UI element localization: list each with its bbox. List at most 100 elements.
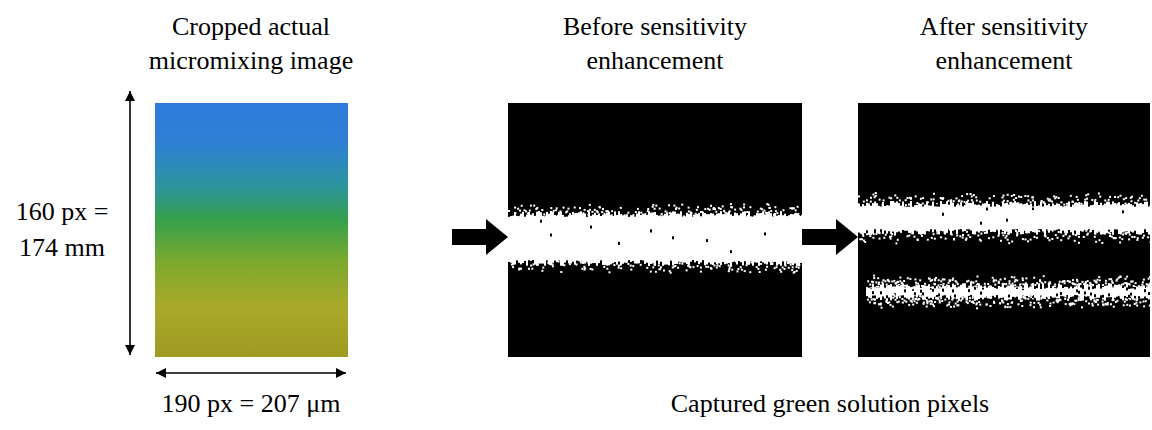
captured-pixel bbox=[920, 293, 922, 296]
captured-pixel bbox=[760, 213, 762, 261]
captured-pixel bbox=[550, 211, 552, 234]
captured-pixel bbox=[776, 266, 778, 268]
dimension-label: 160 px = 174 mm bbox=[2, 194, 122, 266]
captured-pixel bbox=[705, 266, 707, 268]
captured-pixel bbox=[913, 236, 915, 238]
captured-pixel bbox=[1108, 283, 1110, 293]
captured-pixel bbox=[1083, 236, 1085, 238]
captured-pixel bbox=[966, 201, 968, 229]
captured-pixel bbox=[1032, 210, 1034, 232]
captured-pixel bbox=[791, 208, 793, 210]
captured-pixel bbox=[980, 225, 982, 231]
captured-pixel bbox=[1134, 289, 1136, 296]
captured-pixel bbox=[674, 265, 676, 267]
captured-pixel bbox=[1009, 280, 1011, 282]
captured-pixel bbox=[697, 206, 699, 208]
captured-pixel bbox=[992, 287, 994, 296]
captured-pixel bbox=[958, 199, 960, 201]
captured-pixel bbox=[1052, 289, 1054, 298]
captured-pixel bbox=[948, 285, 950, 300]
captured-pixel bbox=[919, 295, 921, 297]
captured-pixel bbox=[976, 288, 978, 301]
captured-pixel bbox=[1112, 282, 1114, 284]
captured-pixel bbox=[975, 280, 977, 282]
captured-pixel bbox=[996, 289, 998, 295]
captured-pixel bbox=[574, 207, 576, 209]
captured-pixel bbox=[519, 210, 521, 212]
captured-pixel bbox=[654, 208, 656, 210]
captured-pixel bbox=[964, 201, 966, 203]
captured-pixel bbox=[1110, 278, 1112, 280]
captured-pixel bbox=[1002, 232, 1004, 234]
captured-pixel bbox=[772, 216, 774, 262]
captured-pixel bbox=[1148, 295, 1150, 299]
captured-pixel bbox=[993, 302, 995, 304]
captured-pixel bbox=[1065, 303, 1067, 305]
captured-pixel bbox=[1058, 204, 1060, 229]
captured-pixel bbox=[979, 239, 981, 241]
captured-pixel bbox=[702, 212, 704, 260]
captured-pixel bbox=[689, 266, 691, 268]
captured-pixel bbox=[998, 235, 1000, 237]
captured-pixel bbox=[734, 213, 736, 262]
captured-pixel bbox=[1075, 300, 1077, 302]
captured-pixel bbox=[590, 268, 592, 270]
captured-pixel bbox=[967, 234, 969, 236]
captured-pixel bbox=[930, 206, 932, 230]
captured-pixel bbox=[912, 207, 914, 234]
captured-pixel bbox=[939, 300, 941, 302]
captured-pixel bbox=[1026, 203, 1028, 234]
captured-pixel bbox=[790, 214, 792, 264]
captured-pixel bbox=[915, 282, 917, 284]
captured-pixel bbox=[867, 280, 869, 282]
captured-pixel bbox=[1008, 298, 1010, 300]
captured-pixel bbox=[1138, 204, 1140, 235]
captured-pixel bbox=[990, 296, 992, 298]
captured-pixel bbox=[993, 195, 995, 197]
captured-pixel bbox=[636, 214, 638, 264]
captured-pixel bbox=[581, 268, 583, 270]
captured-pixel bbox=[1112, 201, 1114, 234]
captured-pixel bbox=[920, 204, 922, 235]
captured-pixel bbox=[1060, 295, 1062, 296]
captured-pixel bbox=[1053, 195, 1055, 197]
captured-pixel bbox=[1086, 285, 1088, 297]
captured-pixel bbox=[655, 271, 657, 273]
captured-pixel bbox=[1115, 237, 1117, 239]
captured-pixel bbox=[956, 197, 958, 199]
captured-pixel bbox=[546, 212, 548, 261]
captured-pixel bbox=[662, 216, 664, 266]
captured-pixel bbox=[923, 303, 925, 305]
captured-pixel bbox=[1020, 203, 1022, 234]
captured-pixel bbox=[1042, 283, 1044, 299]
captured-pixel bbox=[630, 215, 632, 262]
captured-pixel bbox=[1108, 199, 1110, 201]
captured-pixel bbox=[1076, 292, 1078, 295]
captured-pixel bbox=[704, 213, 706, 265]
captured-pixel bbox=[986, 288, 988, 297]
captured-pixel bbox=[872, 284, 874, 292]
captured-pixel bbox=[1084, 199, 1086, 201]
captured-pixel bbox=[1113, 237, 1115, 239]
captured-pixel bbox=[618, 267, 620, 269]
captured-pixel bbox=[874, 288, 876, 295]
captured-pixel bbox=[1030, 296, 1032, 298]
captured-pixel bbox=[1130, 281, 1132, 283]
captured-pixel bbox=[924, 283, 926, 285]
captured-pixel bbox=[1041, 200, 1043, 202]
captured-pixel bbox=[873, 302, 875, 304]
captured-pixel bbox=[1044, 289, 1046, 299]
captured-pixel bbox=[1003, 200, 1005, 202]
captured-pixel bbox=[938, 284, 940, 286]
captured-pixel bbox=[1094, 202, 1096, 234]
captured-pixel bbox=[953, 239, 955, 241]
captured-pixel bbox=[933, 283, 935, 285]
captured-pixel bbox=[525, 210, 527, 212]
captured-pixel bbox=[878, 288, 880, 298]
captured-pixel bbox=[875, 192, 877, 194]
captured-pixel bbox=[1011, 301, 1013, 303]
captured-pixel bbox=[896, 285, 898, 299]
captured-pixel bbox=[916, 285, 918, 297]
captured-pixel bbox=[1034, 236, 1036, 238]
captured-pixel bbox=[971, 195, 973, 197]
